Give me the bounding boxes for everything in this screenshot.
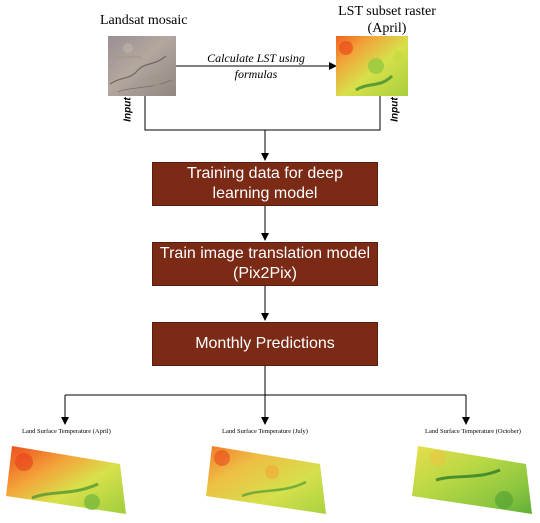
lst-subset-subtitle: (April) [367, 21, 407, 36]
output-label-july: Land Surface Temperature (July) [222, 428, 308, 435]
training-data-line1: Training data for deep [187, 165, 343, 182]
landsat-mosaic-title: Landsat mosaic [100, 13, 188, 28]
lst-subset-title: LST subset raster [338, 4, 436, 19]
lst-subset-raster-image [336, 36, 408, 96]
calculate-lst-label-line2: formulas [234, 67, 278, 81]
monthly-predictions-box: Monthly Predictions [152, 322, 378, 366]
monthly-predictions-label: Monthly Predictions [195, 335, 335, 352]
calculate-lst-label: Calculate LST using [207, 51, 305, 65]
train-model-box: Train image translation model (Pix2Pix) [152, 242, 378, 286]
left-input-label: Input [122, 97, 134, 122]
training-data-box: Training data for deep learning model [152, 162, 378, 206]
landsat-mosaic-image [108, 36, 176, 96]
lst-october-map [412, 446, 532, 514]
train-model-line2: (Pix2Pix) [232, 265, 297, 282]
lst-july-map [206, 446, 326, 514]
train-model-line1: Train image translation model [159, 245, 371, 262]
output-label-april: Land Surface Temperature (April) [22, 428, 111, 435]
lst-april-map [6, 446, 126, 514]
training-data-line2: learning model [212, 185, 318, 202]
right-input-label: Input [389, 97, 401, 122]
input-connector [144, 96, 381, 131]
output-label-october: Land Surface Temperature (October) [425, 428, 521, 435]
